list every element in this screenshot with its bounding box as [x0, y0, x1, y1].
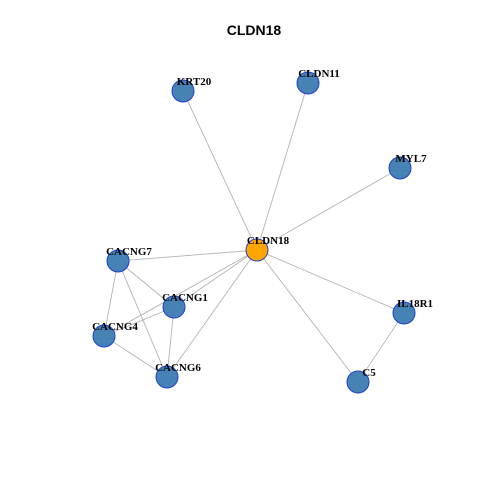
edge-cldn18-krt20: [182, 90, 258, 251]
node-cldn18: CLDN18: [245, 235, 290, 262]
node-circle-krt20: [171, 79, 195, 103]
node-label-cacng6: CACNG6: [155, 362, 201, 374]
node-circle-cacng7: [106, 249, 130, 273]
node-cacng7: CACNG7: [106, 246, 152, 273]
node-label-cldn18: CLDN18: [247, 235, 290, 247]
edge-cldn18-cacng4: [103, 249, 258, 337]
graph-title: CLDN18: [227, 22, 282, 38]
node-circle-cacng6: [155, 365, 179, 389]
edge-cacng7-cacng4: [103, 260, 119, 337]
node-label-krt20: KRT20: [177, 76, 212, 88]
edge-cacng7-cacng1: [117, 260, 175, 308]
node-circle-il18r1: [392, 301, 416, 325]
node-layer: CLDN18 KRT20 CLDN11MYL7CACNG7CACNG1CACNG4C…: [92, 68, 433, 394]
edge-cacng1-cacng6: [166, 306, 175, 378]
node-cacng1: CACNG1: [162, 292, 208, 319]
edge-cldn18-cldn11: [256, 82, 309, 251]
node-cacng6: CACNG6: [155, 362, 201, 389]
node-circle-myl7: [388, 156, 412, 180]
node-label-cldn11: CLDN11: [298, 68, 340, 80]
edge-il18r1-c5: [357, 312, 405, 383]
node-circle-cldn11: [296, 71, 320, 95]
edge-cacng7-cacng6: [117, 260, 168, 378]
node-label-cacng1: CACNG1: [162, 292, 208, 304]
edge-cldn18-c5: [256, 249, 359, 383]
node-label-c5: C5: [362, 367, 376, 379]
node-c5: C5: [346, 367, 376, 394]
node-cldn11: CLDN11: [296, 68, 340, 95]
edge-layer: [103, 82, 405, 383]
edge-cldn18-cacng1: [173, 249, 258, 308]
node-label-cacng7: CACNG7: [106, 246, 152, 258]
node-label-cacng4: CACNG4: [92, 321, 138, 333]
node-myl7: MYL7: [388, 153, 427, 180]
node-il18r1: IL18R1: [392, 298, 433, 325]
node-circle-cacng1: [162, 295, 186, 319]
edge-cldn18-cacng7: [117, 249, 258, 262]
edge-cacng4-cacng6: [103, 335, 168, 378]
node-cacng4: CACNG4: [92, 321, 138, 348]
edge-cldn18-cacng6: [166, 249, 258, 378]
node-krt20: KRT20: [171, 76, 212, 103]
node-label-myl7: MYL7: [395, 153, 427, 165]
edge-cldn18-myl7: [256, 167, 401, 251]
node-circle-cldn18: [245, 238, 269, 262]
node-circle-cacng4: [92, 324, 116, 348]
node-label-il18r1: IL18R1: [397, 298, 433, 310]
node-circle-c5: [346, 370, 370, 394]
edge-cldn18-il18r1: [256, 249, 405, 314]
edge-cacng1-cacng4: [103, 306, 175, 337]
